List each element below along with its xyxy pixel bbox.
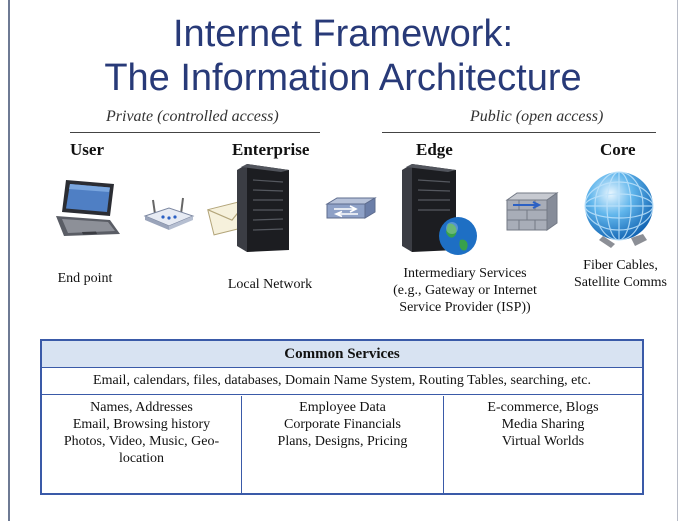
common-services-summary: Email, calendars, files, databases, Doma…: [42, 368, 642, 395]
list-item: Employee Data: [299, 400, 386, 415]
edge-caption: Intermediary Services (e.g., Gateway or …: [375, 265, 555, 316]
core-caption: Fiber Cables, Satellite Comms: [563, 257, 678, 291]
enterprise-data-column: Employee Data Corporate Financials Plans…: [242, 396, 444, 495]
firewall-icon: [505, 192, 559, 231]
public-divider: [382, 132, 656, 133]
laptop-icon: [56, 180, 120, 236]
list-item: Plans, Designs, Pricing: [277, 434, 408, 449]
edge-caption-line-1: Intermediary Services: [403, 266, 527, 281]
edge-caption-line-3: Service Provider (ISP)): [399, 300, 531, 315]
title-line-2: The Information Architecture: [104, 57, 582, 99]
common-services-box: Common Services Email, calendars, files,…: [40, 339, 644, 495]
edge-caption-line-2: (e.g., Gateway or Internet: [393, 283, 537, 298]
personal-data-column: Names, Addresses Email, Browsing history…: [42, 396, 242, 495]
globe-icon: [584, 171, 654, 248]
private-section-label: Private (controlled access): [106, 108, 279, 125]
column-user: User: [70, 140, 104, 159]
common-services-heading: Common Services: [42, 341, 642, 368]
list-item: Virtual Worlds: [501, 434, 585, 449]
list-item: Corporate Financials: [283, 417, 402, 432]
wireless-router-icon: [143, 197, 195, 230]
public-section-label: Public (open access): [470, 108, 604, 125]
local-network-caption: Local Network: [227, 277, 313, 292]
network-switch-icon: [325, 197, 377, 219]
end-point-caption: End point: [57, 271, 113, 286]
server-tower-icon: [237, 164, 289, 252]
server-globe-icon: [402, 164, 477, 255]
list-item: location: [118, 451, 165, 466]
list-item: Photos, Video, Music, Geo-: [63, 434, 220, 449]
column-enterprise: Enterprise: [232, 140, 310, 159]
private-divider: [70, 132, 320, 133]
core-caption-line-1: Fiber Cables,: [583, 258, 658, 273]
core-caption-line-2: Satellite Comms: [574, 275, 667, 290]
column-edge: Edge: [416, 140, 453, 159]
title-line-1: Internet Framework:: [173, 13, 513, 55]
public-services-column: E-commerce, Blogs Media Sharing Virtual …: [444, 396, 642, 495]
list-item: Names, Addresses: [90, 400, 193, 415]
list-item: E-commerce, Blogs: [487, 400, 599, 415]
column-core: Core: [600, 140, 636, 159]
list-item: Email, Browsing history: [72, 417, 211, 432]
list-item: Media Sharing: [501, 417, 585, 432]
